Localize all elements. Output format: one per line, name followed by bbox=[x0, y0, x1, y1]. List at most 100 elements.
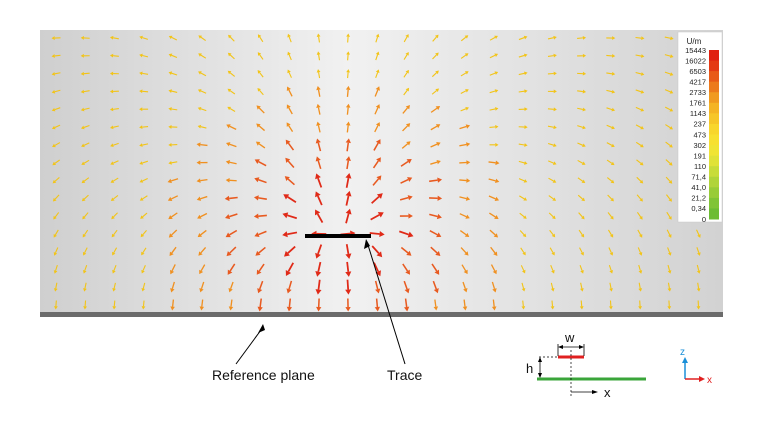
reference-plane-label: Reference plane bbox=[212, 367, 315, 383]
field-arrow bbox=[52, 194, 60, 202]
field-arrow bbox=[489, 229, 499, 238]
field-arrow bbox=[257, 280, 264, 294]
field-arrow bbox=[577, 35, 587, 40]
field-arrow bbox=[635, 89, 645, 94]
field-arrow bbox=[667, 282, 672, 292]
field-arrow bbox=[577, 125, 586, 130]
colorbar-label: 0 bbox=[702, 215, 706, 224]
field-arrow bbox=[345, 261, 352, 277]
field-arrow bbox=[429, 177, 443, 183]
field-arrow bbox=[52, 177, 60, 184]
field-arrow bbox=[345, 121, 351, 133]
field-arrow bbox=[547, 35, 557, 40]
colorbar-label: 16022 bbox=[685, 56, 706, 65]
field-arrow bbox=[489, 107, 499, 111]
field-arrow bbox=[168, 35, 178, 41]
field-arrow bbox=[579, 247, 584, 256]
field-arrow bbox=[519, 195, 528, 201]
field-arrow bbox=[110, 160, 119, 165]
field-arrow bbox=[547, 142, 557, 147]
field-arrow bbox=[80, 36, 90, 40]
field-arrow bbox=[287, 33, 292, 43]
field-arrow bbox=[636, 194, 643, 202]
field-arrow bbox=[549, 229, 556, 238]
field-arrow bbox=[489, 35, 498, 41]
field-arrow bbox=[371, 245, 383, 258]
field-arrow bbox=[489, 89, 499, 94]
field-arrow bbox=[110, 142, 119, 148]
field-arrow bbox=[141, 282, 146, 292]
field-arrow bbox=[51, 89, 61, 94]
field-arrow bbox=[547, 89, 557, 94]
field-arrow bbox=[141, 300, 146, 310]
reference-plane-pointer bbox=[235, 324, 265, 365]
field-arrow bbox=[139, 107, 149, 112]
field-arrow bbox=[459, 160, 471, 165]
field-arrow bbox=[606, 107, 616, 112]
field-arrow bbox=[257, 52, 264, 60]
colorbar-label: 15443 bbox=[685, 46, 706, 55]
field-arrow bbox=[80, 53, 90, 58]
field-arrow bbox=[489, 142, 499, 147]
field-arrow bbox=[253, 195, 267, 201]
field-arrow bbox=[370, 212, 384, 221]
field-arrow bbox=[430, 142, 441, 148]
field-arrow bbox=[607, 212, 614, 220]
field-arrow bbox=[316, 121, 321, 133]
field-arrow bbox=[608, 247, 614, 256]
field-arrow bbox=[665, 124, 674, 130]
field-arrow bbox=[225, 178, 237, 183]
field-arrow bbox=[665, 159, 673, 166]
field-arrow bbox=[696, 300, 701, 310]
field-arrow bbox=[226, 124, 237, 130]
colorbar-label: 71,4 bbox=[691, 173, 706, 182]
field-arrow bbox=[112, 282, 116, 292]
field-arrow bbox=[490, 264, 497, 275]
colorbar-swatch bbox=[709, 92, 719, 104]
field-arrow bbox=[519, 230, 527, 238]
field-arrow bbox=[256, 105, 265, 114]
field-arrow bbox=[109, 35, 119, 40]
field-arrow bbox=[547, 71, 557, 76]
field-arrow bbox=[666, 229, 672, 238]
field-arrow bbox=[491, 299, 497, 311]
field-arrow bbox=[225, 229, 238, 238]
field-arrow bbox=[345, 85, 351, 97]
field-arrow bbox=[168, 212, 178, 220]
field-arrow bbox=[52, 159, 60, 166]
field-arrow bbox=[520, 247, 526, 256]
field-arrow bbox=[459, 178, 471, 183]
field-arrow bbox=[519, 212, 527, 219]
field-arrow bbox=[579, 300, 584, 310]
field-arrow bbox=[696, 247, 701, 256]
field-arrow bbox=[374, 86, 380, 97]
field-arrow bbox=[315, 261, 322, 277]
field-arrow bbox=[666, 211, 672, 220]
field-arrow bbox=[53, 247, 59, 256]
field-arrow bbox=[606, 124, 615, 130]
field-arrow bbox=[110, 125, 119, 130]
field-arrow bbox=[399, 213, 413, 219]
field-arrow bbox=[345, 244, 352, 259]
field-arrow bbox=[606, 36, 616, 40]
field-arrow bbox=[518, 71, 528, 76]
colorbar-swatch bbox=[709, 197, 719, 209]
field-arrow bbox=[550, 265, 555, 274]
field-arrow bbox=[140, 212, 148, 219]
field-arrow bbox=[431, 88, 440, 95]
field-arrow bbox=[170, 281, 175, 293]
field-arrow bbox=[462, 299, 468, 311]
field-arrow bbox=[196, 195, 208, 201]
inset-h-label: h bbox=[526, 361, 533, 376]
field-arrow bbox=[432, 34, 439, 42]
field-arrow bbox=[431, 70, 439, 78]
field-arrow bbox=[459, 230, 470, 238]
field-arrow bbox=[345, 208, 352, 224]
field-arrow bbox=[518, 107, 528, 112]
field-arrow bbox=[139, 177, 148, 183]
field-arrow bbox=[198, 53, 207, 59]
trace-pointer bbox=[364, 239, 406, 365]
field-arrow bbox=[635, 36, 645, 41]
field-arrow bbox=[518, 160, 528, 165]
field-arrow bbox=[257, 88, 264, 96]
